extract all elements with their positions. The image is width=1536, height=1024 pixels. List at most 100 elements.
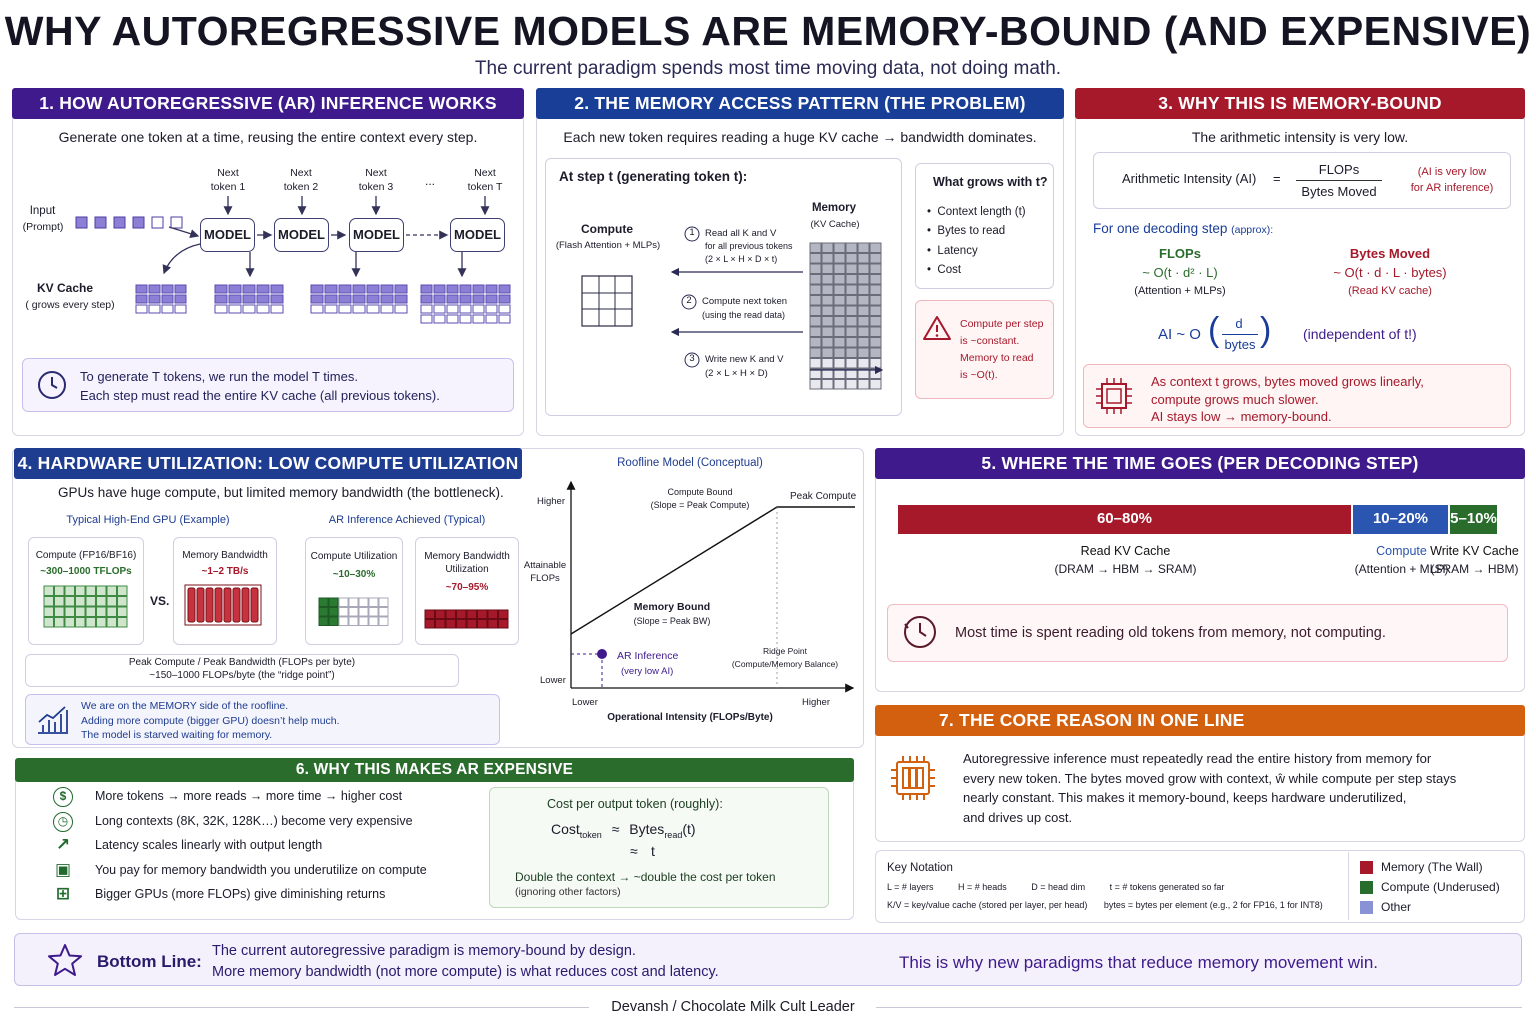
kv-cache-cell <box>446 284 459 294</box>
memory-chip-icon <box>891 756 935 800</box>
compute-util-block <box>338 616 349 626</box>
independent-note: (independent of t!) <box>1303 326 1417 342</box>
ai-fraction-line <box>1296 180 1382 181</box>
bandwidth-util-block <box>424 609 435 619</box>
compute-util-block <box>338 607 349 617</box>
kv-cache-cell <box>498 294 511 304</box>
section-1-note-line-2: Each step must read the entire KV cache … <box>80 388 440 403</box>
kv-memory-cell <box>833 368 846 379</box>
gpu-compute-block <box>96 606 107 617</box>
kv-memory-cell <box>809 263 822 274</box>
ar-inference-label: AR Inference (very low AI) <box>617 650 679 677</box>
compute-util-block <box>328 597 339 607</box>
kv-memory-cell <box>857 326 870 337</box>
section-3-header: 3. WHY THIS IS MEMORY-BOUND <box>1075 88 1525 119</box>
kv-cache-cell <box>310 304 324 314</box>
compute-util-block <box>378 607 389 617</box>
kv-memory-cell <box>821 274 834 285</box>
section-1-header: 1. HOW AUTOREGRESSIVE (AR) INFERENCE WOR… <box>12 88 524 119</box>
kv-cache-cell <box>214 294 228 304</box>
kv-cache-cell <box>214 284 228 294</box>
footer-credit: Devansh / Chocolate Milk Cult Leader <box>611 999 855 1015</box>
what-grows-item: • Cost <box>927 263 962 276</box>
footer-rule-left <box>14 1007 589 1008</box>
kv-memory-cell <box>809 242 822 253</box>
time-bar-category-1: Read KV Cache <box>1080 544 1171 558</box>
step-3-number: 3 <box>689 353 695 364</box>
gpu-example-title: Typical High-End GPU (Example) <box>66 514 230 526</box>
gpu-bandwidth-block <box>196 587 205 623</box>
kv-memory-cell <box>857 379 870 390</box>
kv-cache-label: KV Cache <box>36 281 94 295</box>
kv-cache-cell <box>148 284 161 294</box>
cost-title: Cost per output token (roughly): <box>547 797 723 811</box>
kv-memory-cell <box>833 263 846 274</box>
kv-cache-cell <box>380 284 394 294</box>
kv-cache-cell <box>420 284 433 294</box>
ai-open-paren: ( <box>1208 311 1220 349</box>
gpu-bandwidth-block <box>214 587 223 623</box>
kv-cache-cell <box>433 314 446 324</box>
memory-pattern-diagram <box>581 226 884 390</box>
gpu-compute-block <box>75 606 86 617</box>
kv-memory-cell <box>857 253 870 264</box>
gpu-compute-value: ~300–1000 TFLOPs <box>40 566 132 577</box>
kv-memory-cell <box>869 326 882 337</box>
bandwidth-util-title-1: Memory Bandwidth <box>424 551 510 562</box>
notation-panel <box>875 850 1525 923</box>
kv-memory-cell <box>833 253 846 264</box>
gpu-bandwidth-block <box>187 587 196 623</box>
kv-cache-cell <box>338 294 352 304</box>
model-box-t: MODEL <box>450 218 505 252</box>
trend-up-icon: ↗ <box>55 835 71 854</box>
peak-compute-label: Peak Compute <box>790 491 857 502</box>
kv-memory-cell <box>869 263 882 274</box>
kv-memory-cell <box>821 347 834 358</box>
kv-memory-cell <box>809 358 822 369</box>
gpu-compute-block <box>54 606 65 617</box>
gpu-compute-block <box>85 585 96 596</box>
kv-cache-cell <box>459 304 472 314</box>
ai-big-o: AI ~ O <box>1158 326 1201 343</box>
dollar-icon: $ <box>53 787 73 807</box>
bandwidth-util-block <box>424 619 435 629</box>
compute-util-block <box>358 616 369 626</box>
kv-memory-cell <box>845 379 858 390</box>
kv-memory-cell <box>833 316 846 327</box>
section-4-note <box>25 694 500 745</box>
double-context-line: Double the context → ~double the cost pe… <box>515 870 776 884</box>
kv-cache-cell <box>324 284 338 294</box>
kv-cache-cell <box>366 284 380 294</box>
gpu-bandwidth-frame <box>184 584 262 626</box>
gpu-compute-block <box>96 596 107 607</box>
kv-memory-cell <box>845 358 858 369</box>
kv-memory-cell <box>821 242 834 253</box>
step-title: At step t (generating token t): <box>559 169 748 184</box>
kv-memory-cell <box>845 295 858 306</box>
kv-cache-cell <box>485 294 498 304</box>
compute-util-block <box>338 597 349 607</box>
compute-util-block <box>368 616 379 626</box>
kv-cache-cell <box>420 294 433 304</box>
kv-cache-cell <box>420 304 433 314</box>
input-token <box>132 216 145 229</box>
gpu-bandwidth-value: ~1–2 TB/s <box>201 566 249 577</box>
notation-title: Key Notation <box>887 862 953 874</box>
bandwidth-util-block <box>456 609 467 619</box>
input-token <box>94 216 107 229</box>
step-1-line-2: for all previous tokens <box>705 241 793 251</box>
compute-util-block <box>348 607 359 617</box>
kv-cache-cell <box>380 294 394 304</box>
kv-memory-cell <box>833 274 846 285</box>
compute-grid-icon <box>581 275 633 327</box>
chip-icon <box>1096 378 1132 414</box>
kv-cache-cell <box>352 284 366 294</box>
kv-cache-cell <box>135 294 148 304</box>
what-grows-item: • Context length (t) <box>927 206 1026 218</box>
kv-memory-cell <box>833 242 846 253</box>
ai-close-paren: ) <box>1260 311 1272 349</box>
kv-cache-cell <box>338 284 352 294</box>
clock-icon <box>904 616 936 648</box>
kv-memory-cell <box>857 242 870 253</box>
